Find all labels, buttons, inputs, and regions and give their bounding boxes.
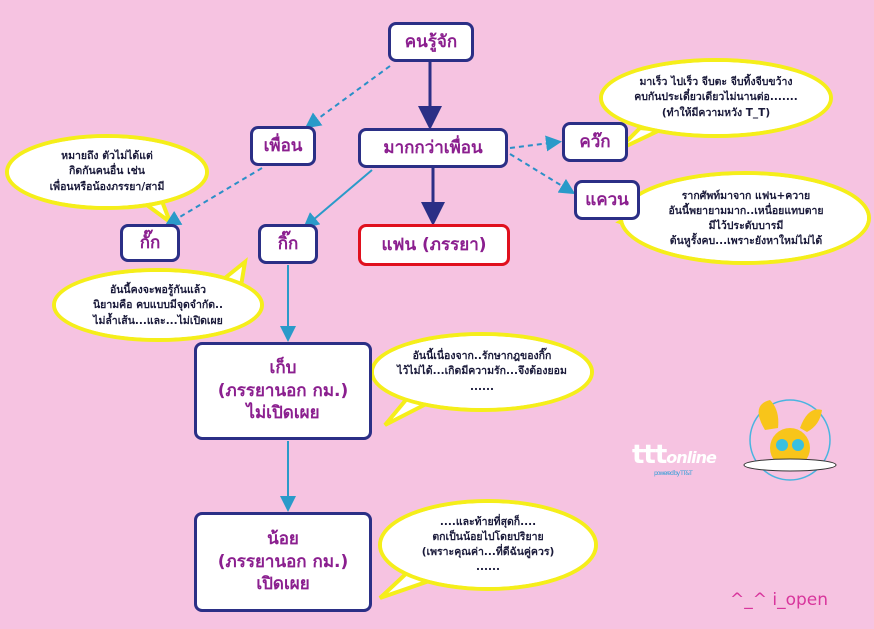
arrow-more-to-kwan — [509, 153, 576, 195]
arrow-more-to-gik — [302, 169, 373, 229]
bubble-line: (เพราะคุณค่า...ที่ดีฉันคู่ควร) — [421, 546, 555, 558]
bubble-kwan-text: รากศัพท์มาจาก แฟน+ควาย อันนี้พยายามมาก..… — [628, 180, 864, 258]
node-friend: เพื่อน — [250, 126, 316, 166]
bubble-line: กิดกันคนอื่น เช่น — [69, 165, 145, 178]
logo-tagline: powered by TT&T — [654, 470, 693, 477]
bubble-noi-text: ....และท้ายที่สุดก็.... ตกเป็นน้อยไปโดยป… — [384, 508, 592, 582]
node-label: (ภรรยานอก กม.) — [217, 551, 349, 572]
node-label: กิ๊ก — [277, 233, 299, 254]
bubble-line: มาเร็ว ไปเร็ว จีบตะ จีบทิ้งจีบขว้าง — [639, 76, 793, 89]
bubble-kak-text: หมายถึง ตัวไม่ได้แต่ กิดกันคนอื่น เช่น เ… — [12, 142, 202, 202]
bubble-kep-text: อันนี้เนื่องจาก..รักษากฎของกิ๊ก ไว้ไม่ได… — [376, 342, 588, 402]
bubble-line: ไม่ล้ำเส้น...และ...ไม่เปิดเผย — [93, 314, 223, 327]
node-label: น้อย — [267, 528, 299, 549]
arrow-known-to-friend — [304, 65, 391, 129]
node-noi: น้อย (ภรรยานอก กม.) เปิดเผย — [194, 512, 372, 612]
bubble-line: อันนี้พยายามมาก..เหนื่อยแทบตาย — [668, 204, 824, 217]
bubble-line: นิยามคือ คบแบบมีจุดจำกัด.. — [92, 299, 223, 312]
arrow-more-to-kwik — [509, 135, 562, 152]
bubble-line: ต้นหูรั้งคบ...เพราะยังหาใหม่ไม่ได้ — [669, 235, 823, 248]
node-kwan: แควน — [574, 180, 640, 220]
bubble-line: คบกันประเดี๋ยวเดียวไม่นานต่อ....... — [634, 91, 798, 104]
bubble-kwik-text: มาเร็ว ไปเร็ว จีบตะ จีบทิ้งจีบขว้าง คบกั… — [606, 66, 826, 130]
bubble-line: ไว้ไม่ได้...เกิดมีความรัก...จึงต้องยอม — [397, 365, 567, 378]
node-more-than-friend: มากกว่าเพื่อน — [358, 128, 508, 168]
signature: ^_^ i_open — [730, 590, 829, 610]
node-kak: กั๊ก — [120, 224, 180, 262]
bubble-gik-text: อันนี้คงจะพอรู้กันแล้ว นิยามคือ คบแบบมีจ… — [58, 276, 258, 336]
bubble-line: มีไว้ประดับบารมี — [708, 220, 784, 232]
node-label: แฟน (ภรรยา) — [381, 234, 487, 255]
bubble-line: รากศัพท์มาจาก แฟน+ควาย — [681, 189, 811, 202]
node-label: ไม่เปิดเผย — [246, 403, 320, 424]
bubble-line: อันนี้เนื่องจาก..รักษากฎของกิ๊ก — [412, 350, 552, 363]
bubble-line: หมายถึง ตัวไม่ได้แต่ — [61, 150, 153, 163]
node-known: คนรู้จัก — [388, 22, 474, 62]
node-label: มากกว่าเพื่อน — [383, 137, 483, 158]
bubble-line: ...... — [476, 561, 500, 574]
bubble-line: เพื่อนหรือน้องภรรยา/สามี — [49, 180, 165, 193]
bubble-line: ตกเป็นน้อยไปโดยปริยาย — [432, 530, 544, 543]
bubble-line: อันนี้คงจะพอรู้กันแล้ว — [109, 284, 207, 297]
node-label: (ภรรยานอก กม.) — [217, 380, 349, 401]
node-label: กั๊ก — [139, 232, 161, 253]
node-kwik: คว๊ก — [562, 122, 628, 162]
node-fan: แฟน (ภรรยา) — [358, 224, 510, 266]
node-kep: เก็บ (ภรรยานอก กม.) ไม่เปิดเผย — [194, 342, 372, 440]
bubble-line: ...... — [470, 380, 494, 393]
node-gik: กิ๊ก — [258, 224, 318, 264]
bubble-line: (ทำให้มีความหวัง T_T) — [661, 106, 771, 119]
node-label: เปิดเผย — [256, 574, 310, 595]
ttt-online-logo: tttonline powered by TT&T — [632, 440, 717, 477]
mascot-icon — [743, 399, 837, 481]
node-label: เก็บ — [269, 357, 297, 378]
bubble-line: ....และท้ายที่สุดก็.... — [439, 515, 537, 528]
logo-brand: ttt — [632, 440, 667, 470]
arrow-friend-to-kak — [164, 167, 263, 227]
node-label: คว๊ก — [579, 131, 611, 152]
node-label: คนรู้จัก — [404, 31, 458, 52]
node-label: แควน — [585, 189, 629, 210]
logo-suffix: online — [666, 448, 717, 467]
node-label: เพื่อน — [263, 135, 303, 156]
